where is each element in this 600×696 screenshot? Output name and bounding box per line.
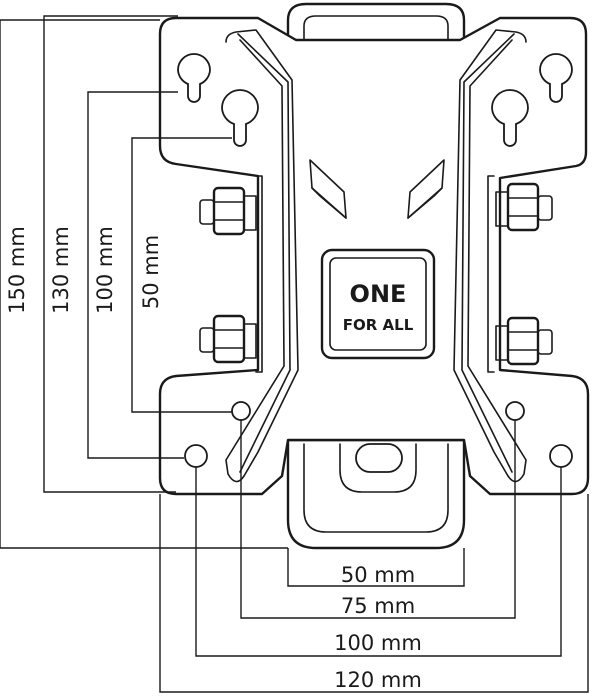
dimension-label-100mm: 100 mm [93, 226, 117, 314]
vertical-dimension-100: 100 mm [87, 91, 184, 459]
horizontal-dimension-100: 100 mm [195, 467, 562, 657]
vertical-dimension-50: 50 mm [131, 137, 232, 413]
keyhole-slot-right-inner [491, 89, 529, 147]
vertical-dimension-130: 130 mm [43, 15, 178, 493]
dimension-label-h120mm: 120 mm [334, 668, 422, 692]
dimension-label-130mm: 130 mm [49, 226, 73, 314]
bolt-right-top [495, 182, 553, 232]
horizontal-dimension-75: 75 mm [240, 420, 516, 619]
dimension-label-50mm: 50 mm [139, 235, 163, 309]
angled-tab-left [309, 159, 347, 219]
bolt-right-bottom [495, 316, 553, 366]
mount-hole-75-left [231, 401, 251, 421]
mount-hole-100-right [549, 444, 573, 468]
vertical-dimension-150: 150 mm [0, 19, 288, 549]
center-slot [339, 443, 417, 493]
horizontal-dimension-50: 50 mm [287, 548, 465, 587]
dimension-label-h50mm: 50 mm [341, 563, 415, 587]
bolt-left-bottom [199, 314, 257, 364]
logo-line-two: FOR ALL [343, 316, 414, 334]
angled-tab-right [407, 159, 445, 219]
bottom-handle [286, 438, 466, 550]
horizontal-dimension-120: 120 mm [159, 494, 589, 693]
mount-hole-75-right [505, 401, 525, 421]
mount-hole-100-left [184, 444, 208, 468]
dimension-label-h75mm: 75 mm [341, 594, 415, 618]
dimension-label-150mm: 150 mm [5, 226, 29, 314]
keyhole-slot-left-outer [177, 53, 211, 103]
brand-logo: ONE FOR ALL [320, 248, 436, 360]
keyhole-slot-left-inner [221, 89, 259, 147]
bolt-left-top [199, 186, 257, 236]
logo-line-one: ONE [350, 280, 407, 308]
dimension-label-h100mm: 100 mm [334, 631, 422, 655]
keyhole-slot-right-outer [539, 53, 573, 103]
